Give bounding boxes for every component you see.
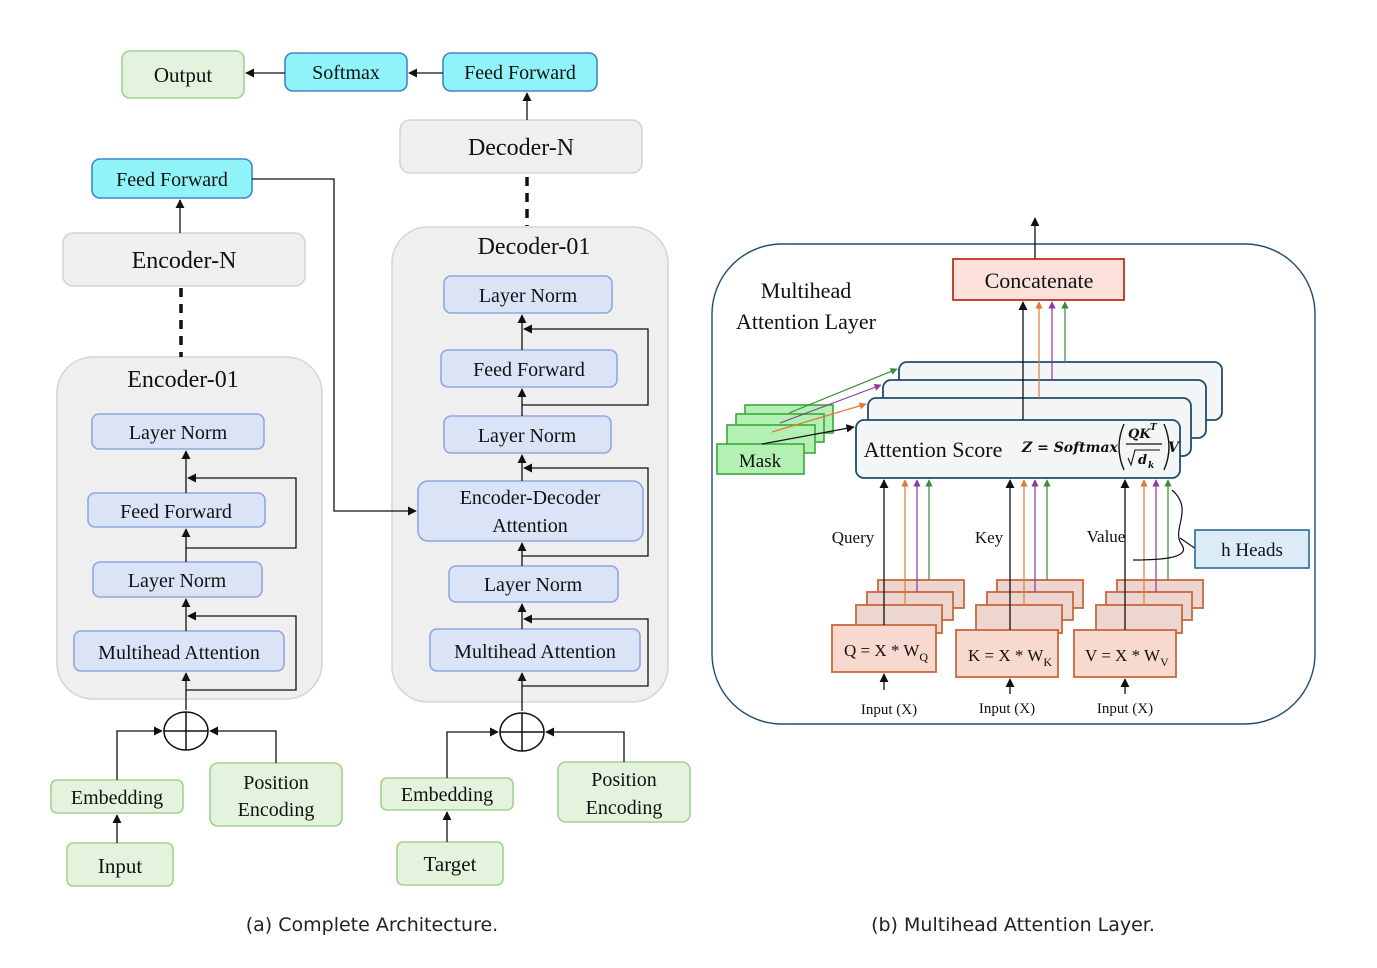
k-projection-box	[955, 629, 1059, 678]
encoder-n-box	[62, 232, 306, 287]
query-label: Query	[832, 528, 875, 547]
decoder-layer-norm-3	[448, 565, 619, 603]
encoder-pos-line1: Position	[243, 772, 309, 794]
enc-dec-line2: Attention	[492, 515, 568, 537]
decoder-multihead-label: Multihead Attention	[454, 641, 616, 663]
decoder-pos-line1: Position	[591, 769, 657, 791]
encoder-feed-forward-label: Feed Forward	[116, 169, 228, 191]
input-box	[66, 842, 174, 887]
encoder-layer-norm-mid	[92, 561, 263, 598]
encoder-add-icon	[163, 711, 209, 751]
multihead-attention-layer: Multihead Attention Layer Concatenate At…	[711, 217, 1316, 936]
h-heads-label: h Heads	[1221, 540, 1283, 561]
decoder-add-icon	[499, 712, 545, 752]
input-v-label: Input (X)	[1097, 701, 1153, 717]
multihead-title-line1: Multihead	[761, 278, 851, 303]
decoder-layer-norm-3-label: Layer Norm	[484, 574, 583, 596]
k-layer-2	[975, 604, 1063, 634]
decoder-layer-norm-top-label: Layer Norm	[479, 285, 578, 307]
softmax-box	[284, 52, 408, 92]
decoder-layer-norm-2-label: Layer Norm	[478, 425, 577, 447]
decoder-layer-norm-top	[443, 275, 613, 314]
decoder-feed-forward	[440, 349, 618, 388]
decoder-n-box	[399, 119, 643, 174]
decoder-layer-norm-2	[443, 415, 612, 454]
complete-architecture: Encoder-01 Decoder-01 Output Softmax Fee…	[50, 50, 691, 936]
input-k-label: Input (X)	[979, 701, 1035, 717]
encoder-layer-norm-top	[91, 413, 265, 450]
encoder-01-title: Encoder-01	[127, 367, 238, 393]
equation-tail: V	[1168, 440, 1181, 456]
encoder-pos-line2: Encoding	[238, 799, 315, 821]
key-label: Key	[975, 528, 1004, 547]
v-layer-2	[1095, 604, 1183, 634]
output-box	[121, 50, 245, 99]
encoder-embedding-label: Embedding	[71, 787, 163, 809]
softmax-label: Softmax	[312, 62, 380, 84]
decoder-feed-forward-inner-label: Feed Forward	[473, 359, 585, 381]
equation-numerator-sup: T	[1150, 423, 1158, 433]
encoder-feed-forward-inner-label: Feed Forward	[120, 501, 232, 523]
decoder-feed-forward-label: Feed Forward	[464, 62, 576, 84]
encoder-layer-norm-top-label: Layer Norm	[129, 422, 228, 444]
equation-lhs: Z = Softmax	[1021, 440, 1119, 456]
value-label: Value	[1087, 527, 1126, 546]
heads-brace	[1132, 489, 1185, 561]
concatenate-label: Concatenate	[985, 268, 1094, 293]
h-heads-box	[1194, 529, 1310, 569]
output-label: Output	[154, 63, 213, 87]
decoder-multihead-attention	[429, 628, 641, 672]
enc-dec-line1: Encoder-Decoder	[460, 487, 601, 509]
encoder-n-label: Encoder-N	[132, 248, 237, 274]
decoder-01-title: Decoder-01	[478, 234, 591, 260]
attention-score-label: Attention Score	[864, 437, 1003, 462]
multihead-title-line2: Attention Layer	[736, 309, 877, 334]
v-projection-box	[1073, 629, 1177, 678]
input-label: Input	[98, 854, 142, 878]
encoder-feed-forward	[87, 492, 266, 528]
encoder-multihead-label: Multihead Attention	[98, 642, 260, 664]
encoder-layer-norm-mid-label: Layer Norm	[128, 570, 227, 592]
encoder-multihead-attention	[73, 630, 285, 672]
v-formula: V = X * WV	[1085, 646, 1169, 669]
input-q-label: Input (X)	[861, 702, 917, 718]
k-formula: K = X * WK	[968, 646, 1052, 669]
mask-label: Mask	[739, 451, 782, 472]
equation-numerator: QK	[1128, 427, 1151, 442]
caption-a: (a) Complete Architecture.	[246, 914, 498, 936]
target-box	[396, 841, 504, 886]
caption-b: (b) Multihead Attention Layer.	[871, 914, 1155, 936]
equation-denominator: d	[1138, 453, 1147, 468]
decoder-n-label: Decoder-N	[468, 135, 574, 161]
q-projection-box	[831, 624, 937, 673]
decoder-feed-forward-box	[442, 52, 598, 92]
concatenate-box	[952, 258, 1125, 301]
part-a-connectors	[112, 68, 649, 843]
decoder-pos-line2: Encoding	[586, 797, 663, 819]
q-formula: Q = X * WQ	[844, 641, 928, 664]
target-label: Target	[424, 852, 477, 876]
mask-box	[716, 443, 805, 475]
attention-score-box	[855, 419, 1181, 479]
decoder-embedding-label: Embedding	[401, 784, 493, 806]
softmax-equation: Z = Softmax QK T d k V	[1021, 423, 1181, 471]
encoder-decoder-attention	[417, 480, 644, 542]
equation-denominator-sub: k	[1148, 461, 1154, 471]
